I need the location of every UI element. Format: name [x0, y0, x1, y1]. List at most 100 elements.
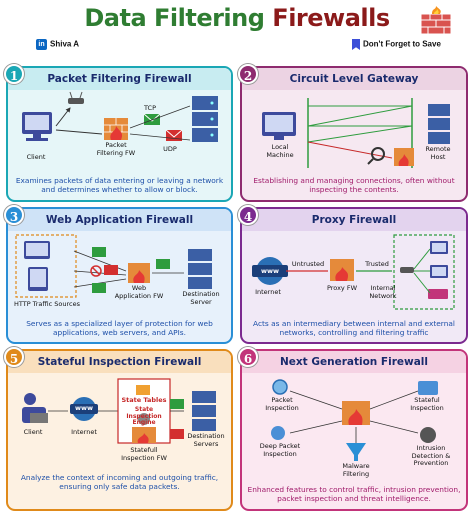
firewall-icon	[394, 148, 414, 166]
globe-icon	[252, 257, 288, 285]
ids-label: Intrusion Detection & Prevention	[411, 444, 451, 467]
www-label: www	[260, 267, 279, 275]
udp-label: UDP	[163, 145, 177, 153]
panel-circuit-level: Circuit Level Gateway 2 Local Machine Re…	[238, 64, 468, 202]
proxy-diagram	[252, 234, 455, 310]
email-icon	[170, 399, 184, 409]
email-icon	[92, 247, 106, 257]
state-tables-label: State Tables	[121, 396, 167, 404]
title-part-1: Data Filtering	[84, 4, 265, 32]
remote-label: Remote Host	[425, 145, 451, 161]
computer-icon	[430, 265, 448, 278]
funnel-icon	[346, 443, 366, 461]
panel-heading: Web Application Firewall	[8, 209, 231, 231]
panel-description: Serves as a specialized layer of protect…	[26, 319, 213, 337]
server-icon	[428, 104, 450, 144]
computer-icon	[22, 112, 52, 141]
email-icon	[104, 265, 118, 275]
panel-number: 4	[238, 205, 258, 225]
computer-icon	[428, 289, 448, 299]
email-icon	[143, 113, 161, 125]
deep-label: Deep Packet Inspection	[259, 442, 301, 458]
next-gen-diagram	[271, 379, 438, 461]
blocked-icon	[90, 265, 102, 277]
firewall-icon	[104, 118, 128, 140]
save-note: Don't Forget to Save	[352, 39, 441, 50]
computer-icon	[262, 112, 296, 140]
router-icon	[68, 91, 84, 104]
www-label: www	[74, 404, 93, 412]
internal-label: Internal Network	[369, 284, 397, 300]
lock-icon	[420, 427, 436, 443]
panel-number: 1	[4, 64, 24, 84]
malware-label: Malware Filtering	[342, 462, 370, 478]
fw-label: Statefull Inspection FW	[121, 446, 167, 462]
email-icon	[156, 259, 170, 269]
internet-label: Internet	[255, 288, 281, 296]
panel-number: 6	[238, 347, 258, 367]
author-name: Shiva A	[50, 39, 80, 49]
panel-description: Establishing and managing connections, o…	[253, 176, 455, 194]
state-engine-label: State Inspection Engine	[126, 406, 162, 426]
panel-description: Analyze the context of incoming and outg…	[20, 473, 219, 491]
magnifier-icon	[367, 147, 385, 165]
linkedin-icon: in	[36, 39, 47, 50]
lock-icon	[418, 381, 438, 395]
server-icon	[192, 391, 216, 431]
panel-heading: Stateful Inspection Firewall	[8, 351, 231, 373]
panel-number: 2	[238, 64, 258, 84]
local-label: Local Machine	[266, 143, 294, 159]
trusted-label: Trusted	[365, 260, 389, 268]
server-icon	[188, 249, 212, 289]
email-icon	[92, 283, 106, 293]
page-title: Data Filtering Firewalls	[0, 4, 474, 32]
dest-label: Destination Servers	[187, 432, 225, 448]
firewall-icon	[342, 401, 370, 425]
panel-web-application: Web Application Firewall 3 HTTP Traffic …	[4, 205, 233, 344]
panel-description: Enhanced features to control traffic, in…	[247, 485, 461, 503]
title-part-2: Firewalls	[272, 4, 390, 32]
panel-stateful: Stateful Inspection Firewall 5 Client ww…	[4, 347, 233, 511]
email-icon	[165, 129, 183, 141]
dest-label: Destination Server	[182, 290, 220, 306]
email-icon	[170, 429, 184, 439]
firewall-icon	[420, 6, 452, 35]
panel-proxy: Proxy Firewall 4 www Internet Untrusted …	[238, 205, 468, 344]
firewall-icon	[330, 259, 354, 281]
packet-label: Packet Inspection	[265, 396, 299, 412]
save-note-text: Don't Forget to Save	[363, 39, 441, 49]
panel-number: 3	[4, 205, 24, 225]
router-icon	[400, 267, 414, 273]
panel-packet-filtering: Packet Filtering Firewall 1 Client Packe…	[4, 64, 233, 202]
lock-icon	[136, 385, 150, 395]
panel-heading: Next Generation Firewall	[242, 351, 466, 373]
panel-heading: Packet Filtering Firewall	[8, 68, 231, 90]
proxy-label: Proxy FW	[326, 284, 358, 292]
mobile-icon	[28, 267, 48, 291]
circuit-gateway-diagram	[262, 98, 450, 168]
firewall-icon	[128, 263, 150, 283]
globe-icon	[70, 397, 98, 421]
user-icon	[22, 393, 48, 423]
panel-description: Examines packets of data entering or lea…	[15, 176, 224, 194]
sources-label: HTTP Traffic Sources	[13, 300, 80, 308]
untrusted-label: Untrusted	[291, 260, 325, 268]
bookmark-icon	[352, 39, 360, 50]
server-icon	[192, 96, 218, 142]
panel-heading: Circuit Level Gateway	[242, 68, 466, 90]
panel-next-generation: Next Generation Firewall 6 Packet Inspec…	[238, 347, 468, 511]
panel-number: 5	[4, 347, 24, 367]
web-application-diagram	[15, 234, 212, 298]
tcp-label: TCP	[143, 104, 157, 112]
internet-label: Internet	[71, 428, 97, 436]
panel-heading: Proxy Firewall	[242, 209, 466, 231]
packet-filtering-diagram	[22, 91, 218, 142]
fw-label: Packet Filtering FW	[96, 141, 136, 157]
firewall-icon	[132, 427, 156, 443]
panel-description: Acts as an intermediary between internal…	[253, 319, 455, 337]
client-label: Client	[23, 428, 43, 436]
computer-icon	[24, 241, 50, 259]
stateful-diagram	[22, 378, 216, 444]
magnifier-icon	[272, 379, 288, 395]
